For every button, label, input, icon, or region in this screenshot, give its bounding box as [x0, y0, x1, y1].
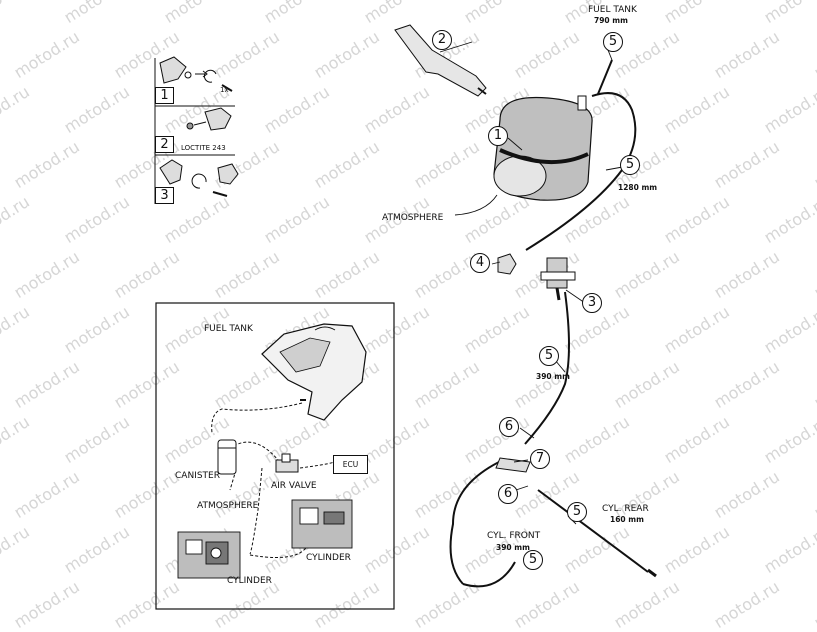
- inset-ecu-box: ECU: [333, 455, 368, 474]
- callout-5: 5: [523, 550, 543, 570]
- callout-5: 5: [603, 32, 623, 52]
- loctite-note: LOCTITE 243: [181, 144, 226, 152]
- inset-air-valve-label: AIR VALVE: [271, 481, 317, 491]
- cyl-rear-length: 160 mm: [610, 515, 644, 524]
- step-number-box: 2: [155, 136, 174, 153]
- callout-6: 6: [499, 417, 519, 437]
- main-assembly: [394, 24, 657, 588]
- callout-1: 1: [488, 126, 508, 146]
- callout-4: 4: [470, 253, 490, 273]
- inset-cylinder-left-label: CYLINDER: [227, 576, 272, 586]
- callout-3: 3: [582, 293, 602, 313]
- callout-6: 6: [498, 484, 518, 504]
- callout-5: 5: [620, 155, 640, 175]
- step-number-box: 3: [155, 187, 174, 204]
- hose-length-1280: 1280 mm: [618, 183, 658, 192]
- cyl-front-length: 390 mm: [496, 543, 530, 552]
- hose-length-390: 390 mm: [536, 372, 570, 381]
- inset-canister-label: CANISTER: [175, 471, 220, 481]
- cyl-front-label: CYL. FRONT: [487, 531, 541, 541]
- inset-fuel-tank-label: FUEL TANK: [204, 324, 253, 334]
- diagram-drawing: [154, 24, 657, 610]
- inset-box: [155, 302, 395, 610]
- inset-cylinder-right-label: CYLINDER: [306, 553, 351, 563]
- torque-note: 1x: [220, 86, 229, 94]
- cyl-rear-label: CYL. REAR: [602, 504, 649, 514]
- hose-length-790: 790 mm: [594, 16, 628, 25]
- callout-7: 7: [530, 449, 550, 469]
- fuel-tank-label: FUEL TANK: [588, 5, 637, 15]
- callout-2: 2: [432, 30, 452, 50]
- assembly-steps-panel: [154, 56, 239, 204]
- callout-5: 5: [539, 346, 559, 366]
- callout-5: 5: [567, 502, 587, 522]
- step-number-box: 1: [155, 87, 174, 104]
- atmosphere-label: ATMOSPHERE: [382, 213, 444, 223]
- inset-atmosphere-label: ATMOSPHERE: [197, 501, 259, 511]
